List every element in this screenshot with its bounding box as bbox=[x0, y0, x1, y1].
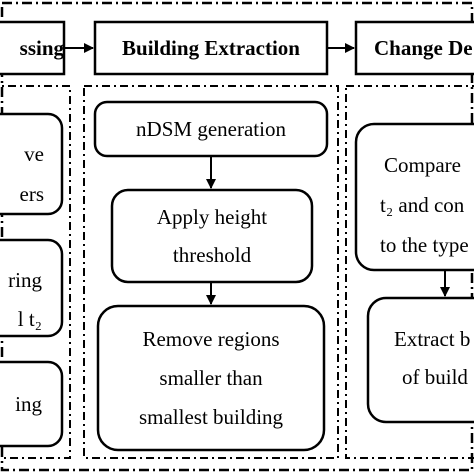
left-box-1-text-line1: ve bbox=[24, 142, 44, 166]
remove-regions-line1: Remove regions bbox=[142, 327, 280, 351]
left-box-2-text-line2: l t₂ bbox=[17, 307, 42, 331]
compare-line3: to the type bbox=[380, 233, 469, 257]
header-preprocessing: ssing bbox=[19, 36, 64, 60]
ndsm-generation-label: nDSM generation bbox=[136, 117, 286, 141]
left-box-2 bbox=[0, 238, 64, 338]
remove-regions-line2: smaller than bbox=[159, 366, 263, 390]
compare-box bbox=[354, 122, 474, 272]
left-box-1-text-line2: ers bbox=[19, 182, 45, 206]
apply-threshold-line2: threshold bbox=[172, 243, 252, 267]
header-box-change-detection bbox=[354, 20, 474, 76]
compare-line2: t₂ and con bbox=[380, 193, 465, 217]
left-box-3 bbox=[0, 360, 64, 448]
header-change-detection: Change De bbox=[374, 36, 473, 60]
compare-line1: Compare bbox=[384, 153, 461, 177]
left-box-3-text: ing bbox=[15, 392, 42, 416]
header-building-extraction: Building Extraction bbox=[122, 36, 300, 60]
left-column-frame bbox=[0, 85, 71, 459]
apply-threshold-line1: Apply height bbox=[156, 205, 268, 229]
extract-box bbox=[366, 296, 474, 424]
extract-line2: of build bbox=[402, 365, 468, 389]
remove-regions-box bbox=[96, 304, 326, 452]
middle-column-frame bbox=[83, 85, 339, 459]
left-box-1 bbox=[0, 112, 64, 216]
remove-regions-line3: smallest building bbox=[138, 405, 284, 429]
left-box-2-text-line1: ring bbox=[8, 268, 42, 292]
right-column-frame bbox=[345, 85, 474, 459]
extract-line1: Extract b bbox=[394, 327, 471, 351]
